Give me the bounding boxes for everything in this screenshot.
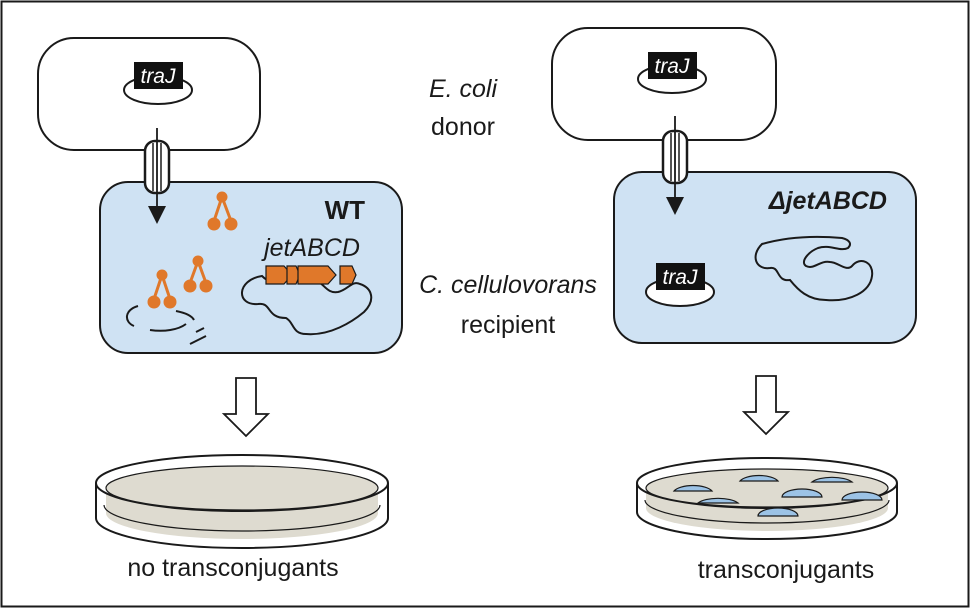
donor-gene-label-right: traJ — [654, 55, 690, 78]
colony — [757, 507, 799, 517]
colony — [696, 497, 740, 504]
recipient-role-label: recipient — [461, 311, 556, 339]
petri-dish-left — [95, 454, 389, 549]
colonies — [672, 474, 883, 517]
jet-complex-1 — [207, 191, 238, 231]
outcome-label-left: no transconjugants — [127, 554, 338, 582]
center-labels: E. coli donor C. cellulovorans recipient — [419, 75, 597, 339]
operon-label: jetABCD — [261, 234, 360, 262]
strain-label-wt: WT — [325, 195, 366, 225]
colony — [738, 474, 780, 482]
degraded-plasmid — [126, 305, 207, 345]
donor-role-label: donor — [431, 113, 495, 141]
transferred-gene-label: traJ — [662, 266, 698, 289]
left-panel: traJ — [37, 37, 403, 582]
outcome-arrow-right — [741, 375, 791, 436]
jet-complex-2 — [183, 255, 213, 293]
donor-gene-label-left: traJ — [140, 65, 176, 88]
colony — [841, 491, 883, 501]
recipient-species-label: C. cellulovorans — [419, 271, 597, 299]
trajj-label-bg-right — [648, 52, 697, 79]
donor-species-label: E. coli — [429, 75, 499, 103]
trajj-label-bg-transferred — [656, 263, 705, 290]
colony — [672, 484, 714, 492]
outcome-arrow-left — [221, 377, 271, 438]
trajj-label-bg-left — [134, 62, 183, 89]
right-panel: traJ ΔjetABCD traJ — [551, 27, 917, 584]
chromosome-mutant — [754, 235, 874, 302]
recipient-cell-wt — [99, 181, 403, 354]
jet-complex-3 — [147, 269, 177, 309]
colony — [810, 476, 854, 483]
strain-label-mutant: ΔjetABCD — [768, 187, 887, 215]
outcome-label-right: transconjugants — [698, 556, 875, 584]
jetabcd-operon — [265, 265, 357, 285]
colony — [781, 488, 823, 498]
